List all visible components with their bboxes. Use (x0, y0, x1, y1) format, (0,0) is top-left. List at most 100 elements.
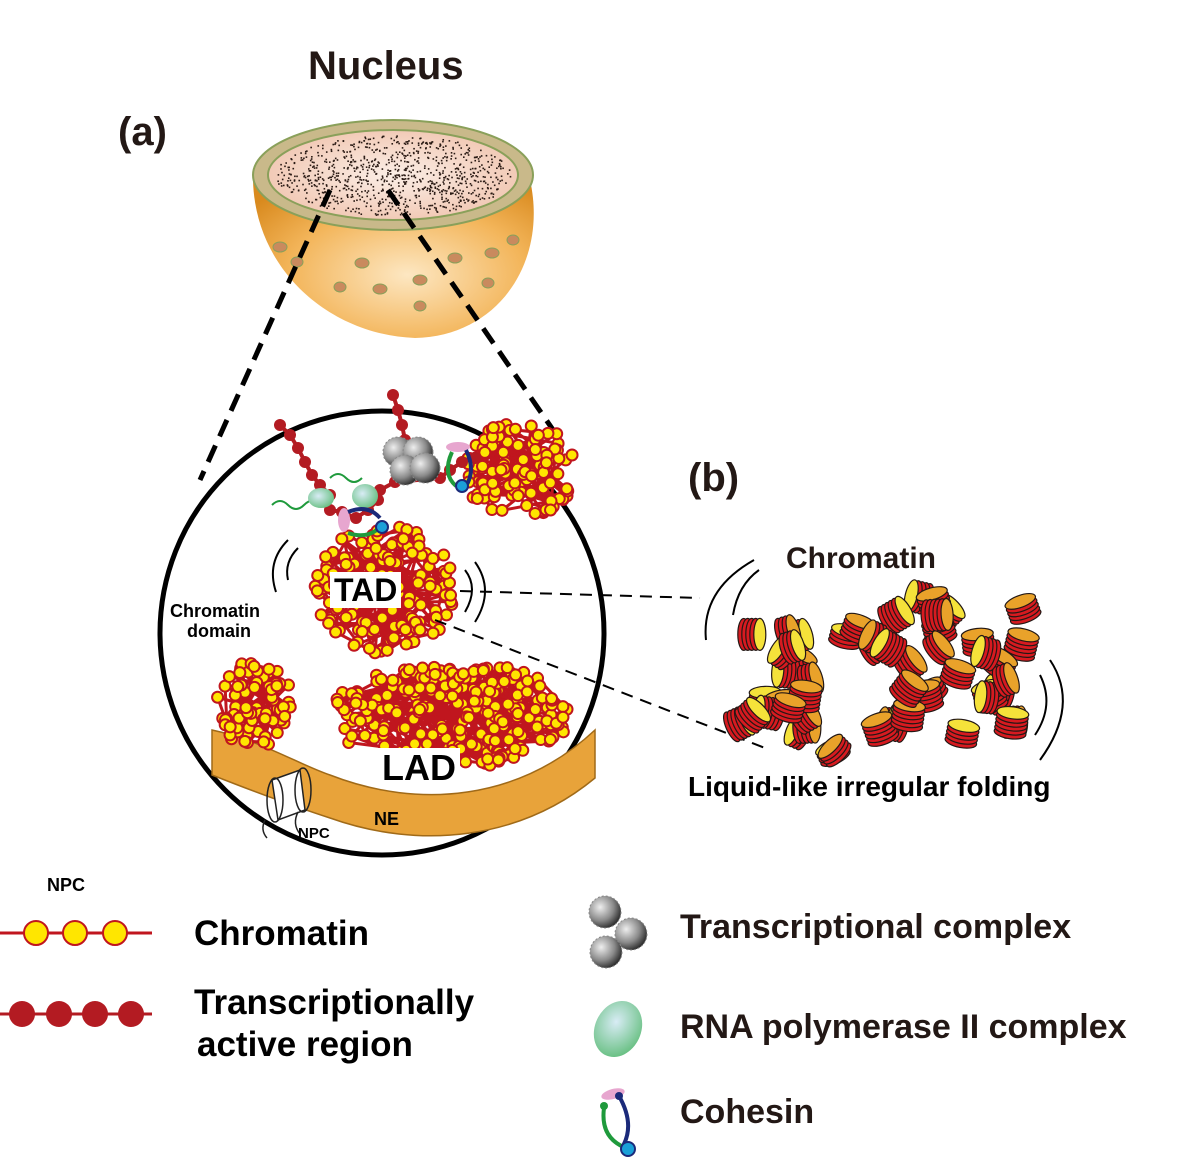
chromatin-bead (525, 469, 539, 483)
chromatin-bead (497, 675, 511, 689)
chromatin-domain-label-line2: domain (187, 621, 252, 641)
chromatin-bead (531, 428, 545, 442)
chromatin-bead (433, 689, 447, 703)
nucleosome (939, 658, 977, 690)
chromatin-dots (277, 135, 512, 216)
nucleosome (889, 669, 929, 708)
chromatin-bead (487, 722, 501, 736)
active-bead (456, 456, 468, 468)
chromatin-bead (491, 753, 505, 767)
chromatin-bead (262, 662, 276, 676)
legend-transcriptional-complex-label: Transcriptional complex (680, 908, 1072, 946)
chromatin-bead (257, 735, 271, 749)
nucleosome (734, 696, 772, 734)
chromatin-bead (508, 476, 522, 490)
nucleosome (817, 733, 852, 768)
chromatin-bead (426, 626, 440, 640)
nucleosome (1002, 627, 1040, 662)
chromatin-bead (248, 680, 262, 694)
chromatin-bead (511, 725, 525, 739)
nucleosome (770, 692, 807, 724)
chromatin-bead (551, 467, 565, 481)
chromatin-bead (380, 643, 394, 657)
chromatin-bead (556, 710, 570, 724)
chromatin-bead (435, 722, 449, 736)
chromatin-bead (335, 532, 349, 546)
chromatin-bead (402, 683, 416, 697)
chromatin-bead (414, 598, 428, 612)
nucleosome (869, 628, 908, 668)
nucleus-title: Nucleus (308, 44, 464, 88)
transcriptional-complex-cluster (382, 436, 441, 486)
chromatin-bead (462, 710, 476, 724)
chromatin-bead (374, 672, 388, 686)
nucleosome (778, 629, 807, 665)
chromatin-bead (445, 689, 459, 703)
chromatin-bead (387, 631, 401, 645)
chromatin-bead (467, 694, 481, 708)
chromatin-bead (495, 503, 509, 517)
chromatin-bead (520, 685, 534, 699)
chromatin-bead (396, 532, 410, 546)
chromatin-bead (339, 557, 353, 571)
chromatin-bead (522, 711, 536, 725)
chromatin-bead (470, 491, 484, 505)
chromatin-bead (278, 709, 292, 723)
active-bead (392, 404, 404, 416)
chromatin-bead (233, 666, 247, 680)
nucleosome (993, 705, 1030, 740)
chromatin-bead (437, 548, 451, 562)
chromatin-bead (368, 622, 382, 636)
nucleosome (944, 718, 981, 749)
chromatin-bead (429, 610, 443, 624)
nucleosome (877, 595, 915, 636)
nucleosome (737, 617, 767, 652)
chromatin-bead (544, 503, 558, 517)
chromatin-bead (486, 476, 500, 490)
chromatin-bead (399, 637, 413, 651)
chromatin-bead (511, 489, 525, 503)
chromatin-bead (426, 551, 440, 565)
chromatin-bead (310, 584, 324, 598)
chromatin-bead (556, 700, 570, 714)
chromatin-bead (545, 692, 559, 706)
active-bead (350, 512, 362, 524)
active-bead (314, 479, 326, 491)
nucleosome (973, 680, 1000, 715)
nucleosome (991, 662, 1020, 698)
legend-transcriptional-complex-icon (588, 895, 648, 969)
chromatin-bead (413, 703, 427, 717)
chromatin-bead (398, 721, 412, 735)
chromatin-bead (520, 499, 534, 513)
chromatin-bead (428, 667, 442, 681)
vibration-arcs-panel-b (704, 559, 1064, 761)
chromatin-bead (464, 737, 478, 751)
chromatin-bead (270, 679, 284, 693)
chromatin-bead (560, 482, 574, 496)
chromatin-bead (413, 681, 427, 695)
chromatin-bead (565, 448, 579, 462)
chromatin-bead (483, 684, 497, 698)
chromatin-bead (486, 421, 500, 435)
legend-active-label-line1: Transcriptionally (194, 983, 475, 1022)
nucleosome (970, 634, 1002, 672)
ne-label: NE (374, 809, 400, 829)
chromatin-bead (423, 579, 437, 593)
chromatin-bead (247, 659, 261, 673)
active-bead (387, 389, 399, 401)
nucleosome (1004, 592, 1042, 625)
active-bead (306, 469, 318, 481)
chromatin-bead (475, 459, 489, 473)
chromatin-bead (494, 463, 508, 477)
chromatin-bead (211, 690, 225, 704)
legend-npc-label: NPC (47, 875, 86, 895)
legend-rna-polymerase-label: RNA polymerase II complex (680, 1008, 1127, 1046)
panel-a-label: (a) (118, 110, 167, 154)
chromatin-bead (516, 453, 530, 467)
chromatin-bead (476, 664, 490, 678)
chromatin-bead (399, 623, 413, 637)
legend-chromatin-icon (0, 920, 152, 946)
chromatin-bead (481, 752, 495, 766)
chromatin-bead (376, 724, 390, 738)
chromatin-bead (405, 546, 419, 560)
